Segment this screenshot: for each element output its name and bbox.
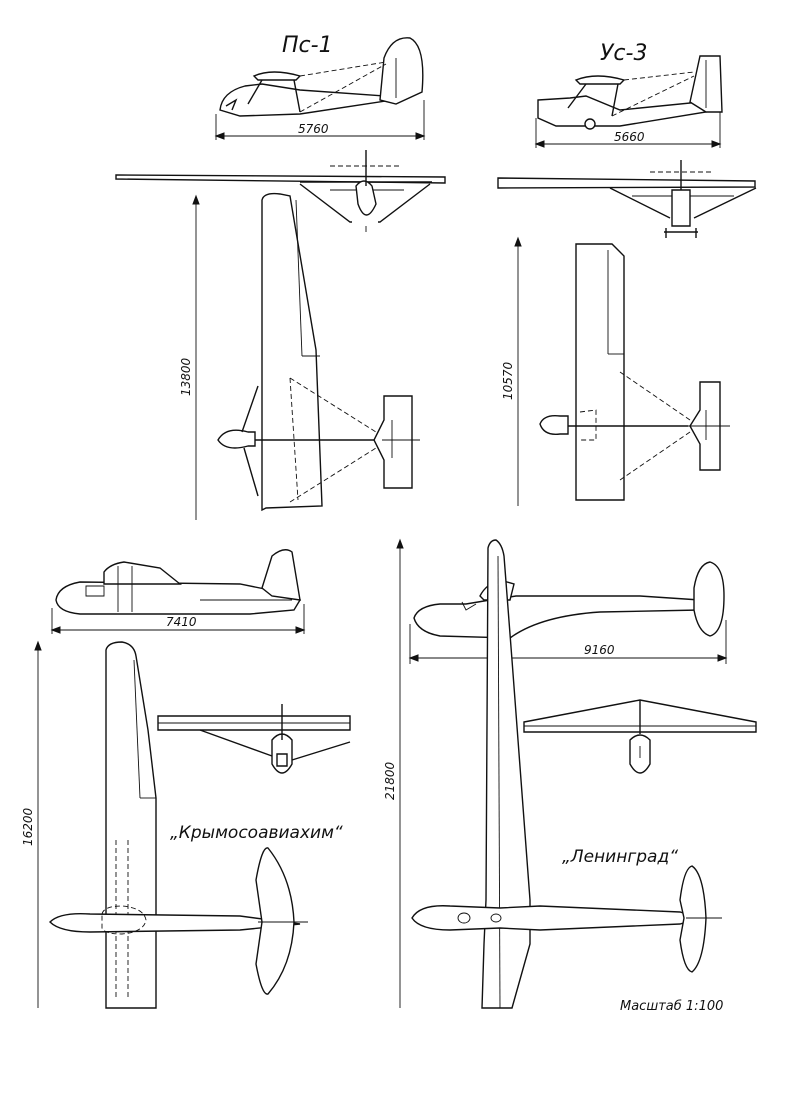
us3-title: Ус-3 (600, 41, 647, 66)
leningrad-name-label: „Ленинград“ (562, 847, 678, 867)
ps1-front-view (115, 150, 446, 232)
leningrad-span-dimension (396, 538, 404, 1008)
ps1-title: Пс-1 (282, 33, 333, 58)
krym-side-view (55, 549, 302, 615)
ps1-span-label: 13800 (179, 357, 193, 396)
leningrad-side-view (413, 548, 725, 639)
leningrad-front-view (523, 699, 757, 774)
us3-top-view (539, 243, 730, 501)
krymosoaviakhim-group: 7410 „Крымосоавиахим“ 16200 (21, 549, 351, 1009)
krym-length-dimension (50, 604, 306, 634)
us3-front-view (497, 160, 757, 238)
leningrad-length-dimension (408, 620, 728, 664)
krym-span-dimension (34, 640, 42, 1008)
leningrad-length-label: 9160 (584, 643, 615, 657)
ps1-span-dimension (192, 194, 200, 520)
ps1-length-label: 5760 (298, 122, 329, 136)
leningrad-span-label: 21800 (383, 761, 397, 800)
us3-length-label: 5660 (614, 130, 645, 144)
krym-top-view (49, 641, 308, 1009)
us3-group: Ус-3 5660 (497, 41, 757, 506)
leningrad-top-view (411, 539, 722, 1009)
scale-label: Масштаб 1:100 (620, 999, 723, 1014)
us3-length-dimension (534, 112, 722, 148)
us3-span-dimension (514, 236, 522, 506)
us3-side-view (537, 55, 723, 130)
ps1-group: Пс-1 5760 (115, 33, 446, 520)
leningrad-group: 9160 „Ленинград“ 21800 (383, 538, 757, 1009)
ps1-length-dimension (214, 100, 426, 140)
krym-length-label: 7410 (166, 615, 197, 629)
krym-front-view (157, 704, 351, 774)
us3-span-label: 10570 (501, 361, 515, 400)
ps1-top-view (217, 192, 420, 512)
krym-span-label: 16200 (21, 807, 35, 846)
ps1-side-view (219, 37, 424, 117)
krym-name-label: „Крымосоавиахим“ (170, 823, 343, 843)
